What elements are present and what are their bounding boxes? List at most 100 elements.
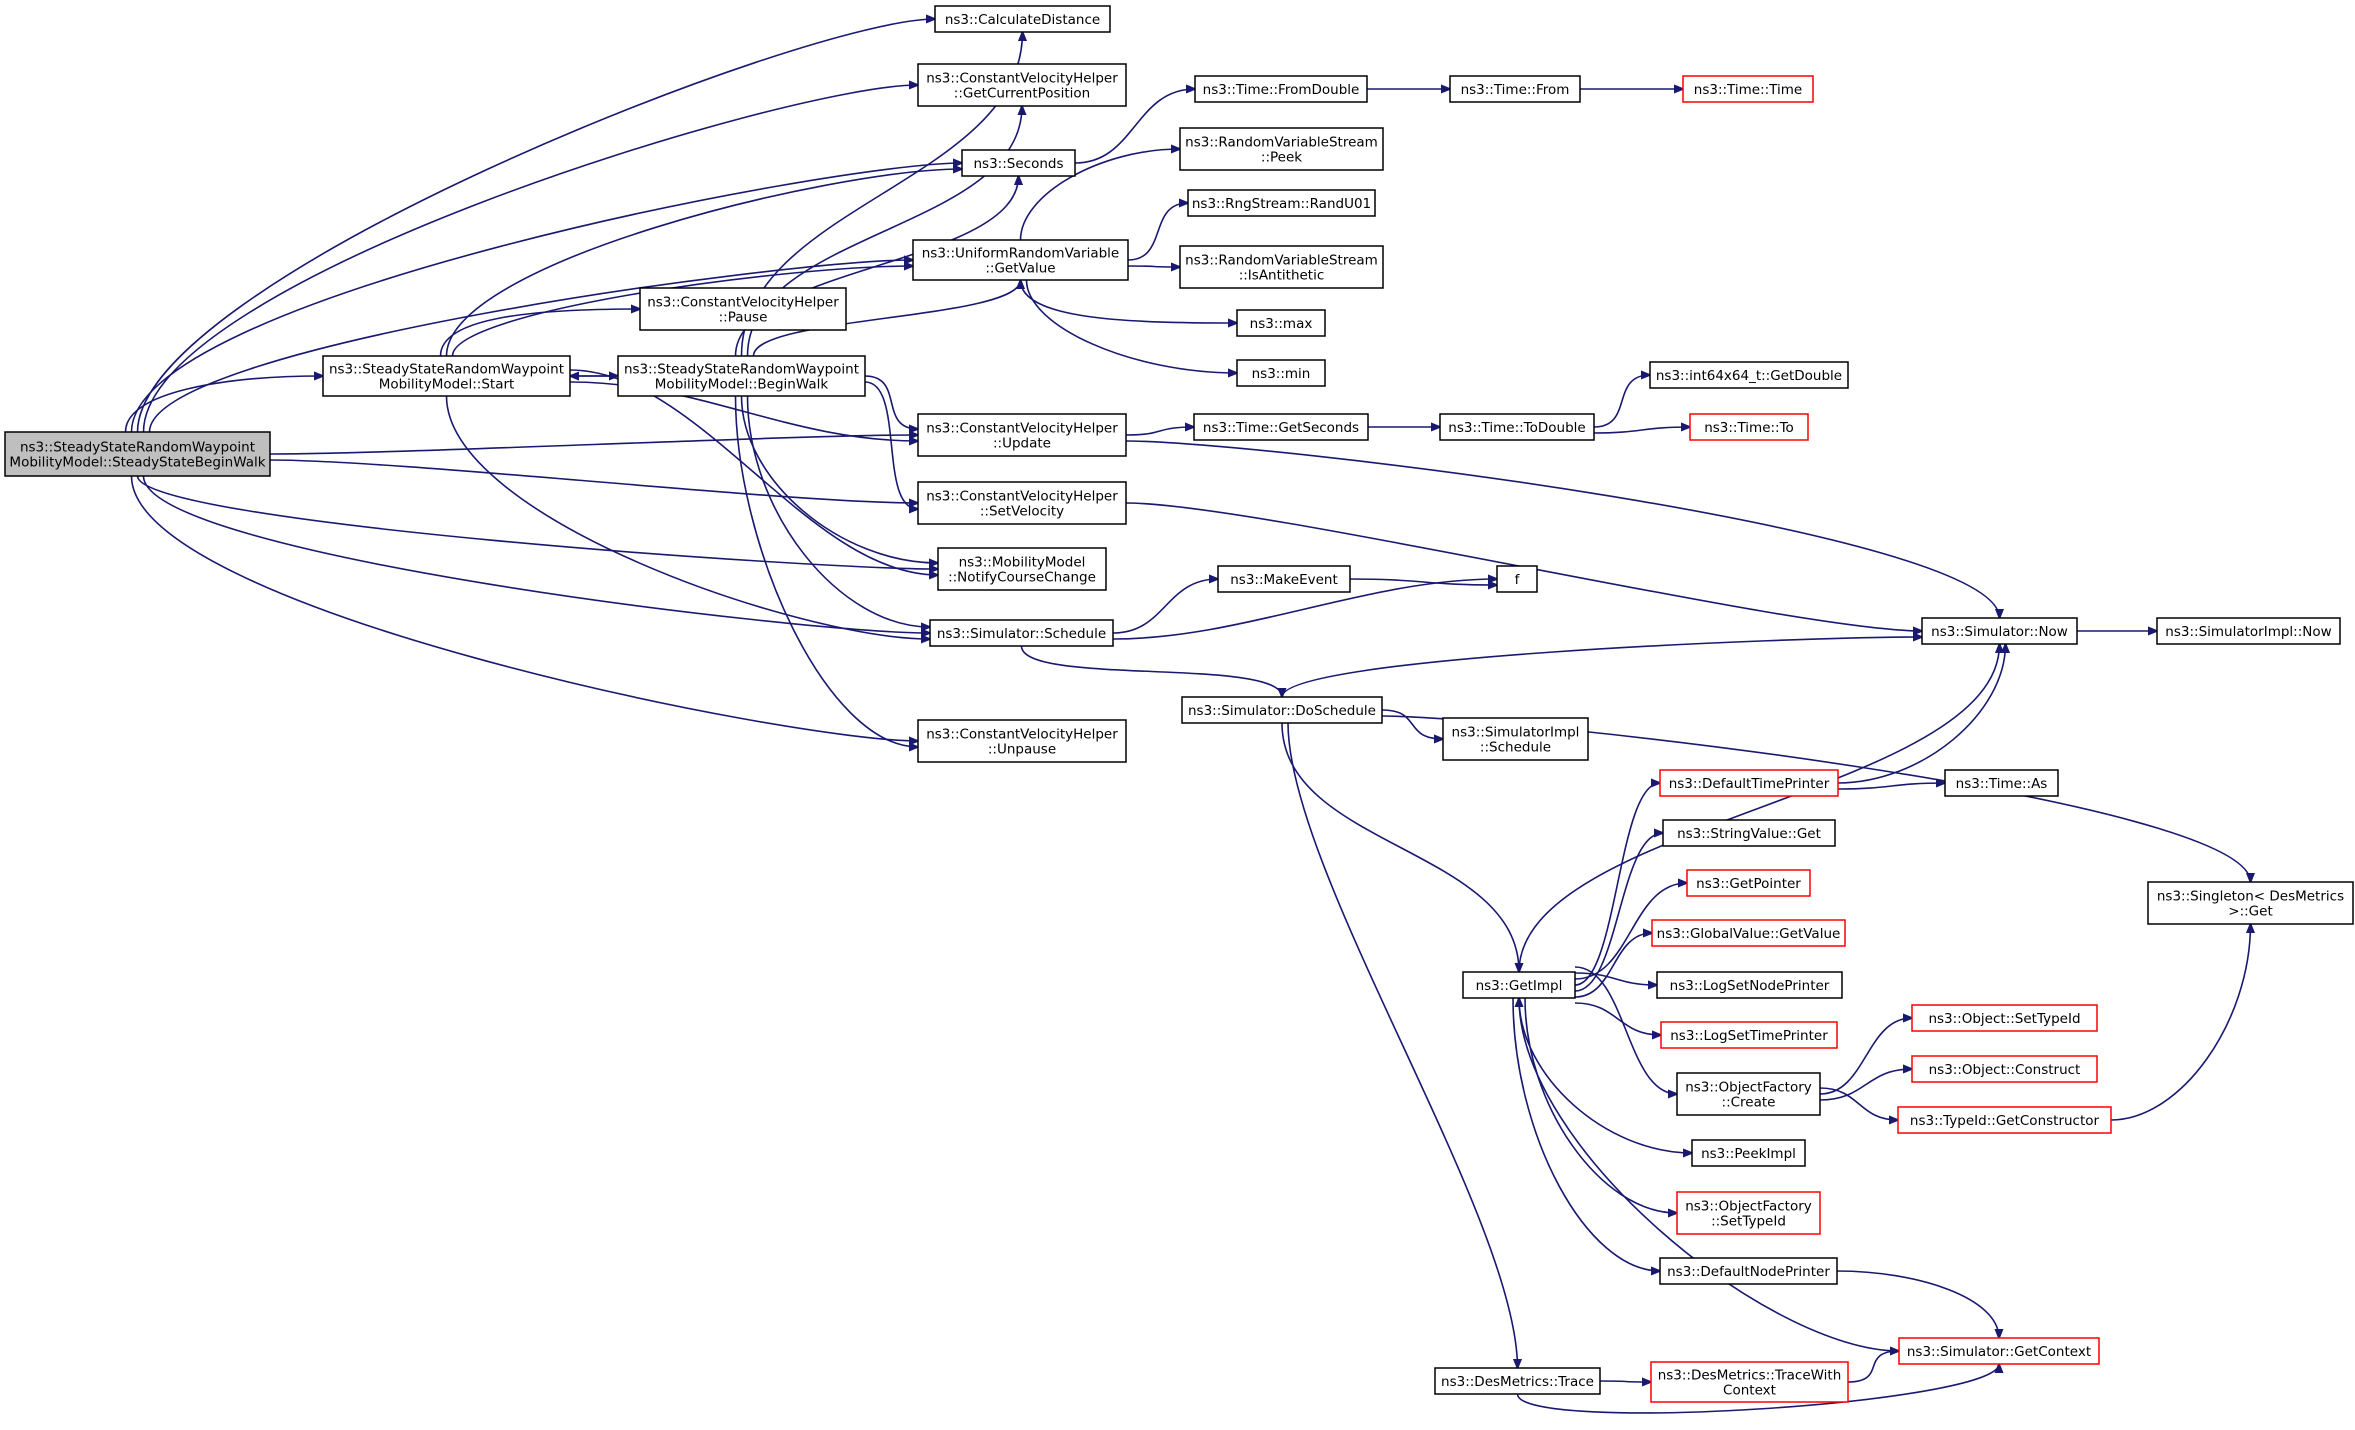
- edge-start-to-urv_getvalue: [451, 266, 914, 357]
- node-time_from[interactable]: ns3::Time::From: [1449, 75, 1581, 103]
- node-box: [617, 355, 866, 397]
- node-getpointer[interactable]: ns3::GetPointer: [1686, 869, 1811, 897]
- edge-root-to-cvh_getpos: [142, 85, 919, 433]
- node-label: ns3::SimulatorImpl: [1452, 725, 1580, 741]
- node-box: [961, 149, 1076, 177]
- node-cvh_update[interactable]: ns3::ConstantVelocityHelper::Update: [917, 413, 1127, 457]
- node-label: ::Create: [1722, 1095, 1776, 1111]
- node-time_as[interactable]: ns3::Time::As: [1944, 769, 2059, 797]
- node-box: [1676, 1072, 1821, 1116]
- node-box: [1442, 717, 1589, 761]
- node-beginwalk[interactable]: ns3::SteadyStateRandomWaypointMobilityMo…: [617, 355, 866, 397]
- node-peekimpl[interactable]: ns3::PeekImpl: [1691, 1139, 1806, 1167]
- node-object_settypeid[interactable]: ns3::Object::SetTypeId: [1911, 1004, 2098, 1032]
- node-cvh_setvel[interactable]: ns3::ConstantVelocityHelper::SetVelocity: [917, 481, 1127, 525]
- node-max[interactable]: ns3::max: [1236, 309, 1326, 337]
- node-stringvalue_get[interactable]: ns3::StringValue::Get: [1662, 819, 1836, 847]
- node-box: [917, 63, 1127, 107]
- edge-getimpl-to-globalvalue_getvalue: [1574, 933, 1652, 998]
- edge-sim_schedule-to-makeevent: [1112, 579, 1218, 634]
- edges-layer: [124, 19, 2251, 1414]
- node-box: [917, 413, 1127, 457]
- node-label: ns3::max: [1250, 316, 1313, 332]
- node-getimpl[interactable]: ns3::GetImpl: [1462, 971, 1576, 999]
- node-objectfactory_create[interactable]: ns3::ObjectFactory::Create: [1676, 1072, 1821, 1116]
- node-singleton_get[interactable]: ns3::Singleton< DesMetrics>::Get: [2147, 881, 2354, 925]
- node-notify[interactable]: ns3::MobilityModel::NotifyCourseChange: [937, 547, 1107, 591]
- edge-root-to-start: [124, 376, 324, 433]
- node-box: [1676, 1191, 1821, 1235]
- node-box: [1434, 1367, 1601, 1395]
- node-min[interactable]: ns3::min: [1236, 359, 1326, 387]
- node-label: ::Schedule: [1480, 740, 1551, 756]
- node-box: [1897, 1106, 2112, 1134]
- node-simimpl_now[interactable]: ns3::SimulatorImpl::Now: [2156, 617, 2341, 645]
- node-label: >::Get: [2228, 904, 2272, 920]
- node-desmetrics_trace[interactable]: ns3::DesMetrics::Trace: [1434, 1367, 1601, 1395]
- edge-urv_getvalue-to-rvs_peek: [1019, 149, 1181, 241]
- node-label: ns3::DesMetrics::Trace: [1441, 1374, 1594, 1390]
- node-rng_randu01[interactable]: ns3::RngStream::RandU01: [1187, 189, 1376, 217]
- node-label: ns3::SteadyStateRandomWaypoint: [624, 362, 859, 378]
- node-defaultnodeprinter[interactable]: ns3::DefaultNodePrinter: [1659, 1257, 1838, 1285]
- node-box: [1649, 361, 1849, 389]
- node-seconds[interactable]: ns3::Seconds: [961, 149, 1076, 177]
- node-sim_doschedule[interactable]: ns3::Simulator::DoSchedule: [1181, 696, 1383, 724]
- node-typeid_getconstructor[interactable]: ns3::TypeId::GetConstructor: [1897, 1106, 2112, 1134]
- node-start[interactable]: ns3::SteadyStateRandomWaypointMobilityMo…: [322, 355, 571, 397]
- node-time_getseconds[interactable]: ns3::Time::GetSeconds: [1193, 413, 1369, 441]
- node-cvh_unpause[interactable]: ns3::ConstantVelocityHelper::Unpause: [917, 719, 1127, 763]
- node-globalvalue_getvalue[interactable]: ns3::GlobalValue::GetValue: [1651, 919, 1846, 947]
- node-label: ns3::ConstantVelocityHelper: [647, 295, 839, 311]
- edge-sim_doschedule-to-getimpl: [1281, 722, 1519, 972]
- edge-root-to-sim_schedule: [142, 475, 931, 633]
- node-object_construct[interactable]: ns3::Object::Construct: [1911, 1055, 2098, 1083]
- node-time_fromdouble[interactable]: ns3::Time::FromDouble: [1194, 75, 1368, 103]
- edge-getimpl-to-logsettimeprinter: [1574, 1002, 1661, 1035]
- node-cvh_getpos[interactable]: ns3::ConstantVelocityHelper::GetCurrentP…: [917, 63, 1127, 107]
- node-sim_schedule[interactable]: ns3::Simulator::Schedule: [929, 619, 1114, 647]
- node-root[interactable]: ns3::SteadyStateRandomWaypointMobilityMo…: [4, 431, 271, 477]
- node-label: ns3::RandomVariableStream: [1185, 135, 1378, 151]
- node-urv_getvalue[interactable]: ns3::UniformRandomVariable::GetValue: [912, 239, 1129, 281]
- node-makeevent[interactable]: ns3::MakeEvent: [1217, 565, 1351, 593]
- node-simimpl_schedule[interactable]: ns3::SimulatorImpl::Schedule: [1442, 717, 1589, 761]
- node-defaulttimeprinter[interactable]: ns3::DefaultTimePrinter: [1659, 769, 1839, 797]
- node-label: ::NotifyCourseChange: [948, 570, 1096, 586]
- edge-getimpl-to-defaulttimeprinter: [1574, 783, 1660, 986]
- node-logsetnodeprinter[interactable]: ns3::LogSetNodePrinter: [1656, 971, 1843, 999]
- node-box: [1449, 75, 1581, 103]
- node-box: [639, 287, 847, 331]
- edge-time_todouble-to-int64_getdouble: [1593, 375, 1650, 428]
- node-rvs_peek[interactable]: ns3::RandomVariableStream::Peek: [1179, 127, 1384, 171]
- node-label: ns3::Time::Time: [1694, 82, 1802, 98]
- node-box: [1650, 1361, 1849, 1403]
- node-label: ::GetCurrentPosition: [954, 86, 1090, 102]
- node-time_time[interactable]: ns3::Time::Time: [1682, 75, 1814, 103]
- node-objectfactory_settypeid[interactable]: ns3::ObjectFactory::SetTypeId: [1676, 1191, 1821, 1235]
- node-label: ns3::GetPointer: [1696, 876, 1801, 892]
- node-sim_getcontext[interactable]: ns3::Simulator::GetContext: [1898, 1337, 2100, 1365]
- node-box: [1659, 769, 1839, 797]
- node-cvh_pause[interactable]: ns3::ConstantVelocityHelper::Pause: [639, 287, 847, 331]
- node-int64_getdouble[interactable]: ns3::int64x64_t::GetDouble: [1649, 361, 1849, 389]
- node-label: ns3::Object::Construct: [1929, 1062, 2081, 1078]
- node-label: ns3::DefaultTimePrinter: [1669, 776, 1830, 792]
- node-rvs_isanti[interactable]: ns3::RandomVariableStream::IsAntithetic: [1179, 245, 1384, 289]
- node-logsettimeprinter[interactable]: ns3::LogSetTimePrinter: [1660, 1021, 1838, 1049]
- edge-getimpl-to-stringvalue_get: [1574, 833, 1663, 992]
- node-sim_now[interactable]: ns3::Simulator::Now: [1921, 617, 2078, 645]
- node-label: ns3::UniformRandomVariable: [922, 246, 1120, 262]
- node-time_todouble[interactable]: ns3::Time::ToDouble: [1439, 413, 1595, 441]
- node-label: ns3::Singleton< DesMetrics: [2157, 889, 2344, 905]
- node-label: ns3::CalculateDistance: [945, 12, 1100, 28]
- node-time_to[interactable]: ns3::Time::To: [1689, 413, 1809, 441]
- node-box: [1217, 565, 1351, 593]
- node-box: [1659, 1257, 1838, 1285]
- edge-objectfactory_create-to-object_construct: [1819, 1069, 1912, 1101]
- node-calcdist[interactable]: ns3::CalculateDistance: [934, 5, 1111, 33]
- edge-cvh_update-to-sim_now: [1125, 440, 2000, 618]
- node-f[interactable]: f: [1496, 565, 1538, 593]
- node-label: ns3::RngStream::RandU01: [1192, 196, 1371, 212]
